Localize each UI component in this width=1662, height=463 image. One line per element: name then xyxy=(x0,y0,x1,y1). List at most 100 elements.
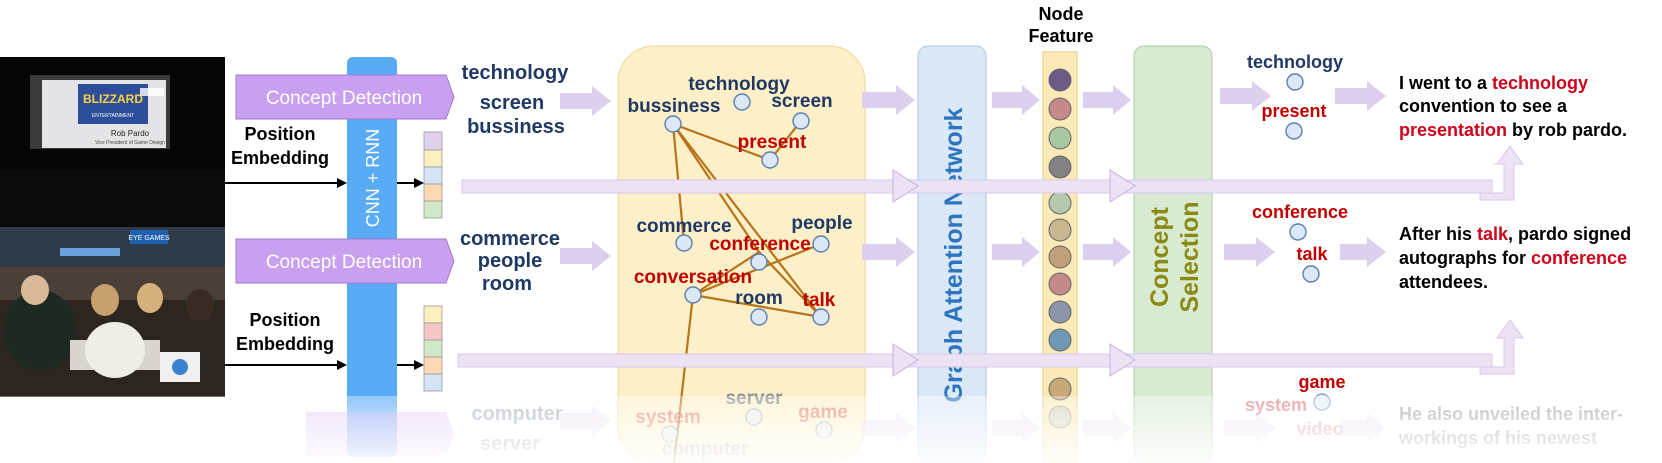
node-circle-icon xyxy=(1048,405,1072,429)
node-circle-icon xyxy=(750,253,768,271)
arrow-icon xyxy=(992,237,1040,267)
node-circle-icon xyxy=(1048,97,1072,121)
cnn-rnn-label: CNN + RNN xyxy=(363,129,383,228)
node-circle-icon xyxy=(1048,218,1072,242)
slide-name: Rob Pardo xyxy=(111,129,150,138)
arrow-icon xyxy=(560,241,611,271)
position-label-line2: Embedding xyxy=(236,334,334,354)
arrow-icon xyxy=(1109,343,1136,377)
story-highlight: conference xyxy=(1531,248,1627,268)
skip-connection-1 xyxy=(461,145,1524,203)
concept-selection-line1: Concept xyxy=(1146,206,1174,307)
graph-node-label: talk xyxy=(803,290,836,311)
node-circle-icon xyxy=(792,112,810,130)
story-text: convention to see a xyxy=(1399,96,1568,116)
node-feature-circles xyxy=(1048,68,1072,429)
arrow-icon xyxy=(1083,413,1131,443)
node-feature-title-line1: Node xyxy=(1039,4,1084,24)
photo-presentation: BLIZZARD ENTERTAINMENT Rob Pardo Vice Pr… xyxy=(0,57,225,227)
arrow-icon xyxy=(560,406,611,436)
gat-label: Graph Attention Network xyxy=(940,107,968,402)
graph-node-label: present xyxy=(738,132,807,153)
position-embedding-1: Position Embedding xyxy=(231,124,329,168)
story-highlight: talk xyxy=(1477,224,1509,244)
concept-selection-line2: Selection xyxy=(1176,201,1204,312)
selected-concept: technology xyxy=(1247,52,1343,72)
selected-concepts-1: technology present xyxy=(1247,52,1343,140)
node-circle-icon xyxy=(745,408,763,426)
arrow-icon xyxy=(1083,237,1131,267)
concept-word: server xyxy=(480,433,540,455)
arrow-icon xyxy=(1340,237,1386,267)
story-2: After his talk, pardo signed autographs … xyxy=(1399,224,1631,292)
node-circle-icon xyxy=(761,151,779,169)
node-circle-icon xyxy=(1048,191,1072,215)
concept-word: technology xyxy=(462,62,570,84)
arrow-icon xyxy=(892,343,919,377)
node-circle-icon xyxy=(1048,126,1072,150)
concept-list-3: computer server xyxy=(471,403,562,455)
node-circle-icon xyxy=(1313,393,1331,411)
node-circle-icon xyxy=(675,234,693,252)
arrow-icon xyxy=(862,237,915,267)
story-3: He also unveiled the inter- workings of … xyxy=(1398,404,1623,448)
concept-detection-box-1: Concept Detection xyxy=(235,74,455,120)
arrow-icon xyxy=(992,413,1040,443)
concept-detection-label: Concept Detection xyxy=(266,88,422,109)
arrow-icon xyxy=(862,85,915,115)
concept-detection-box-3 xyxy=(306,412,454,456)
node-circle-icon xyxy=(750,308,768,326)
graph-edges xyxy=(671,120,822,463)
concept-word: room xyxy=(482,273,532,295)
graph-node-label: people xyxy=(791,213,852,234)
concept-word: bussiness xyxy=(467,116,565,138)
story-text: , pardo signed xyxy=(1508,224,1631,244)
selected-concept: talk xyxy=(1296,244,1328,264)
story-text: I went to a xyxy=(1399,73,1492,93)
arrow-icon xyxy=(1479,145,1524,201)
node-circle-icon xyxy=(812,235,830,253)
story-highlight: technology xyxy=(1492,73,1588,93)
node-circle-icon xyxy=(1048,328,1072,352)
arrow-icon xyxy=(560,86,611,116)
story-text: by rob pardo. xyxy=(1507,120,1627,140)
selected-concept: game xyxy=(1298,372,1345,392)
selected-concept: conference xyxy=(1252,202,1348,222)
selected-concept: system xyxy=(1245,395,1307,415)
node-circle-icon xyxy=(1289,223,1307,241)
selected-concept: video xyxy=(1296,419,1343,439)
arrow-icon xyxy=(1335,81,1386,111)
node-circle-icon xyxy=(1048,272,1072,296)
graph-node-label: bussiness xyxy=(628,96,721,117)
svg-text:After his talk, pardo signed: After his talk, pardo signed xyxy=(1399,224,1631,244)
node-circle-icon xyxy=(1048,68,1072,92)
banner-text: EYE GAMES xyxy=(128,235,170,242)
node-feature-title-line2: Feature xyxy=(1028,26,1093,46)
concept-word: commerce xyxy=(460,228,560,250)
position-label-line1: Position xyxy=(245,124,316,144)
concept-list-1: technology screen bussiness xyxy=(462,62,570,138)
graph-node-label: server xyxy=(725,388,783,409)
node-circle-icon xyxy=(812,308,830,326)
concept-word: people xyxy=(478,250,542,272)
svg-text:I went to a technology: I went to a technology xyxy=(1399,73,1588,93)
graph-node-label: conversation xyxy=(634,267,752,288)
node-circle-icon xyxy=(1048,377,1072,401)
arrow-icon xyxy=(992,85,1040,115)
node-circle-icon xyxy=(815,421,833,439)
arrow-icon xyxy=(862,413,915,443)
node-circle-icon xyxy=(684,286,702,304)
node-circle-icon xyxy=(1286,73,1304,91)
arrow-icon xyxy=(1224,413,1275,443)
slide-subheading: ENTERTAINMENT xyxy=(92,113,134,119)
node-circle-icon xyxy=(1302,265,1320,283)
graph-node-label: conference xyxy=(709,234,810,255)
position-embedding-2: Position Embedding xyxy=(236,310,334,354)
position-label-line2: Embedding xyxy=(231,148,329,168)
graph-node-label: room xyxy=(735,288,783,309)
graph-node-label: commerce xyxy=(636,216,731,237)
photo-convention: EYE GAMES xyxy=(0,227,225,397)
arrow-icon xyxy=(1340,413,1386,443)
story-text: After his xyxy=(1399,224,1477,244)
